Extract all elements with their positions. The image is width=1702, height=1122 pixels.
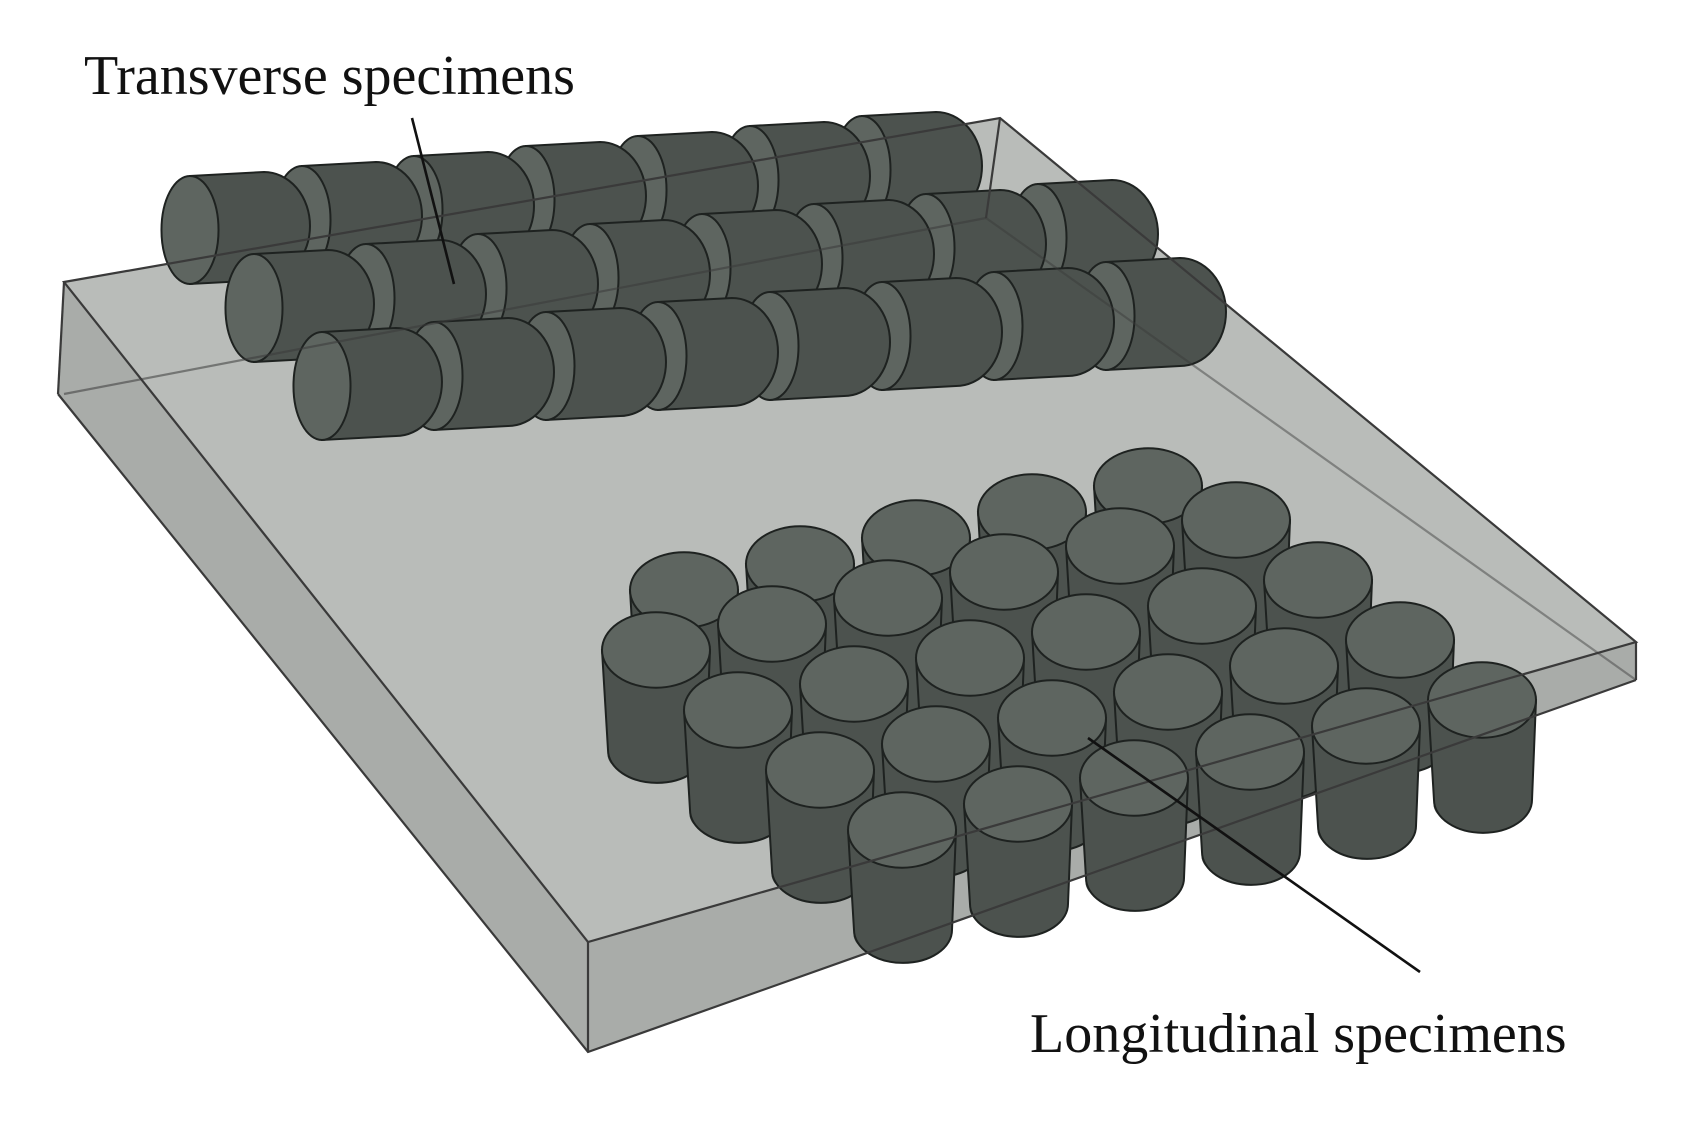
plate-edge-back — [984, 117, 1002, 219]
specimen-end-face — [292, 331, 352, 441]
specimen-top-face — [1065, 507, 1175, 585]
specimen-top-face — [847, 791, 957, 869]
specimen-top-face — [1427, 661, 1537, 739]
specimen-body — [993, 266, 1115, 382]
specimen-top-face — [881, 705, 991, 783]
specimen-body — [1105, 256, 1227, 372]
plate-edge-back-inner-right — [985, 217, 1637, 681]
plate-edge-back-inner-left — [63, 216, 987, 396]
longitudinal-label: Longitudinal specimens — [1030, 1003, 1567, 1065]
specimen-body — [545, 306, 667, 422]
specimen-top-face — [1031, 593, 1141, 671]
specimen-top-face — [601, 611, 711, 689]
specimen-top-face — [1263, 541, 1373, 619]
longitudinal-specimen — [682, 671, 794, 844]
longitudinal-specimen — [1194, 713, 1306, 886]
specimen-top-face — [915, 619, 1025, 697]
plate-edge-left-front — [56, 281, 66, 395]
specimen-top-face — [1147, 567, 1257, 645]
specimen-top-face — [765, 731, 875, 809]
specimen-top-face — [717, 585, 827, 663]
specimen-top-face — [799, 645, 909, 723]
transverse-specimens — [160, 110, 1227, 442]
specimen-top-face — [1345, 601, 1455, 679]
specimen-top-face — [1229, 627, 1339, 705]
longitudinal-specimen — [846, 791, 958, 964]
specimen-end-face — [224, 253, 284, 363]
longitudinal-specimen — [600, 611, 712, 784]
specimen-body — [769, 286, 891, 402]
longitudinal-leader-line — [1087, 736, 1421, 974]
specimen-top-face — [997, 679, 1107, 757]
plate-edges — [56, 116, 1639, 1054]
specimen-body — [433, 316, 555, 432]
specimen-body — [881, 276, 1003, 392]
specimen-top-face — [1311, 687, 1421, 765]
transverse-leader-line — [410, 117, 456, 285]
transverse-specimen — [292, 326, 443, 442]
longitudinal-specimen — [962, 765, 1074, 938]
specimen-body — [321, 326, 443, 442]
specimen-top-face — [949, 533, 1059, 611]
specimen-end-face — [160, 175, 220, 285]
longitudinal-specimen — [1078, 739, 1190, 912]
longitudinal-specimen — [1310, 687, 1422, 860]
specimen-top-face — [1181, 481, 1291, 559]
specimen-top-face — [1079, 739, 1189, 817]
longitudinal-specimen — [1426, 661, 1538, 834]
plate-left-face — [58, 282, 588, 1052]
longitudinal-specimen — [764, 731, 876, 904]
transverse-label: Transverse specimens — [84, 45, 575, 107]
specimen-body — [657, 296, 779, 412]
specimen-top-face — [833, 559, 943, 637]
specimen-top-face — [683, 671, 793, 749]
longitudinal-specimens — [600, 447, 1538, 964]
specimen-top-face — [1113, 653, 1223, 731]
